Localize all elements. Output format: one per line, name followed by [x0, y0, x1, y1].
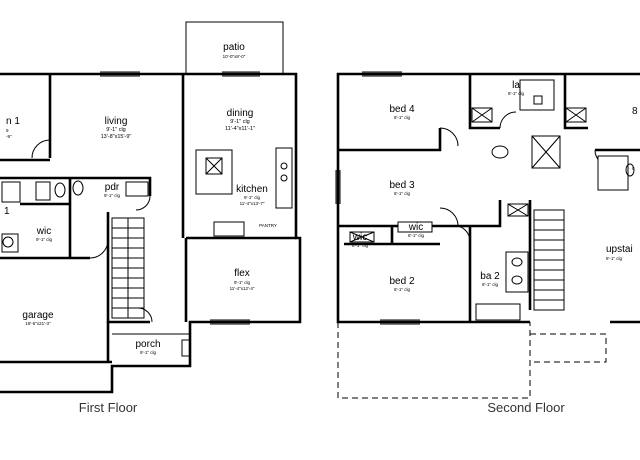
window-dining: [222, 71, 260, 77]
door-garage: [89, 239, 109, 259]
door-laundry: [499, 111, 517, 129]
bed3-dim: 8'-1" clg: [394, 191, 410, 196]
wall-pdr-row: [0, 176, 152, 196]
porch-dim: 9'-1" clg: [140, 350, 156, 355]
pdr-dim: 9'-1" clg: [104, 193, 120, 198]
laundry-label: la: [512, 80, 520, 91]
window-living: [100, 71, 140, 77]
kitchen-fixtures: [195, 147, 293, 237]
bath2-dim: 8'-1" clg: [482, 282, 498, 287]
first-floor-plan: patio 10'-0"x8'-0" n 1 9 -9" living 9'-1…: [0, 21, 302, 415]
window-flex: [210, 319, 250, 325]
door-porch: [137, 307, 153, 323]
pdr-label: pdr: [105, 182, 120, 193]
garage-label: garage: [22, 310, 54, 321]
wic-label: wic: [36, 226, 51, 237]
first-floor-stairs: [111, 217, 145, 319]
bed3-label: bed 3: [389, 180, 414, 191]
door-bed4: [439, 127, 459, 147]
window-bed4: [362, 71, 402, 77]
bed2-dim: 8'-1" clg: [394, 287, 410, 292]
wall-bath2-top: [470, 200, 502, 228]
right-edge-label: 8: [632, 106, 638, 117]
wall-bed4-bed3: [338, 128, 442, 152]
window-bed2: [380, 319, 420, 325]
wic-a-label: wic: [352, 232, 367, 243]
kitchen-label: kitchen: [236, 184, 268, 195]
first-floor-caption: First Floor: [79, 400, 138, 415]
bedroom1-label: n 1: [6, 116, 20, 127]
laundry-dim: 8'-1" clg: [508, 91, 524, 96]
second-floor-stairs: [533, 209, 565, 311]
bedroom1-dim1: 9: [6, 128, 9, 133]
wall-laundry-left: [468, 74, 500, 130]
bath-left-label: 1: [4, 206, 10, 217]
porch-roof-outline: [530, 333, 607, 363]
second-floor-plan: bed 4 8'-1" clg la 8'-1" clg bed 3 8'-1"…: [335, 71, 640, 415]
bath-fixtures: [1, 180, 149, 253]
first-floor-outer-wall: [0, 72, 302, 394]
door-pdr: [135, 195, 151, 211]
flex-dim1: 9'-1" clg: [234, 280, 250, 285]
dining-dim1: 9'-1" clg: [230, 119, 250, 125]
dining-label: dining: [227, 108, 254, 119]
bed4-label: bed 4: [389, 104, 414, 115]
window-bed3: [335, 170, 341, 204]
upstairs-label: upstai: [606, 244, 633, 255]
bedroom1-dim2: -9": [6, 134, 12, 139]
living-dim2: 13'-8"x15'-9": [101, 134, 132, 140]
bed2-label: bed 2: [389, 276, 414, 287]
garage-dim: 19'-5"x21'-3": [25, 321, 51, 326]
flex-dim2: 11'-4"x12'-4": [230, 286, 255, 291]
patio-dim: 10'-0"x8'-0": [223, 54, 246, 59]
second-floor-outer-wall: [336, 72, 640, 324]
wic-a-dim: 8'-1" clg: [352, 243, 368, 248]
flex-label: flex: [234, 268, 250, 279]
door-bed3: [439, 207, 459, 227]
right-edge-dim: 8: [632, 166, 635, 171]
second-floor-fixtures: [349, 79, 635, 321]
patio-label: patio: [223, 42, 245, 53]
second-floor-caption: Second Floor: [487, 400, 565, 415]
wall-laundry-right: [563, 74, 588, 130]
wall-wic-row: [344, 226, 440, 246]
wic-dim: 9'-1" clg: [36, 237, 52, 242]
upstairs-dim: 8'-1" clg: [606, 256, 622, 261]
kitchen-dim1: 9'-1" clg: [244, 195, 260, 200]
bath2-label: ba 2: [480, 271, 500, 282]
pantry-label: PANTRY: [259, 223, 277, 228]
porch-label: porch: [135, 339, 160, 350]
dining-dim2: 11'-4"x11'-1": [225, 126, 255, 132]
living-dim1: 9'-1" clg: [106, 127, 126, 133]
door-bedroom: [31, 139, 51, 159]
wic-b-dim: 8'-1" clg: [408, 233, 424, 238]
door-bed2: [457, 225, 471, 243]
kitchen-dim2: 11'-4"x13'-7": [240, 201, 265, 206]
bed4-dim: 8'-1" clg: [394, 115, 410, 120]
porch-column: [181, 339, 191, 357]
living-label: living: [105, 116, 128, 127]
roof-below-outline: [337, 322, 531, 399]
wic-b-label: wic: [408, 222, 423, 233]
